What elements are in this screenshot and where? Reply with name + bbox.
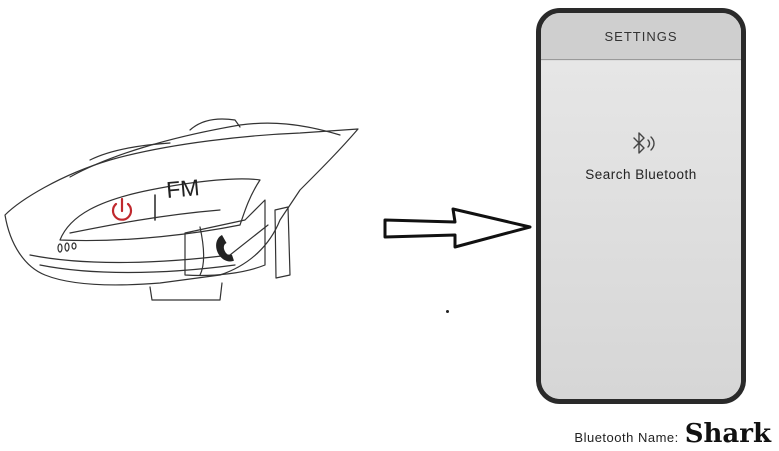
headset-device: FM <box>4 118 359 301</box>
phone-settings-screen: SETTINGS Search Bluetooth <box>536 8 746 404</box>
bluetooth-name-label: Bluetooth Name: <box>574 430 679 445</box>
bluetooth-name: Bluetooth Name: Shark <box>574 419 771 449</box>
settings-header: SETTINGS <box>541 13 741 60</box>
fm-label: FM <box>165 174 200 203</box>
stray-dot <box>446 310 449 313</box>
phone-icon <box>216 235 234 262</box>
right-arrow <box>383 207 532 249</box>
settings-title: SETTINGS <box>604 28 678 44</box>
bluetooth-icon <box>633 132 655 154</box>
power-icon <box>111 197 133 221</box>
search-bluetooth-label[interactable]: Search Bluetooth <box>585 167 697 182</box>
settings-content <box>541 61 741 399</box>
bluetooth-name-value: Shark <box>684 419 771 449</box>
